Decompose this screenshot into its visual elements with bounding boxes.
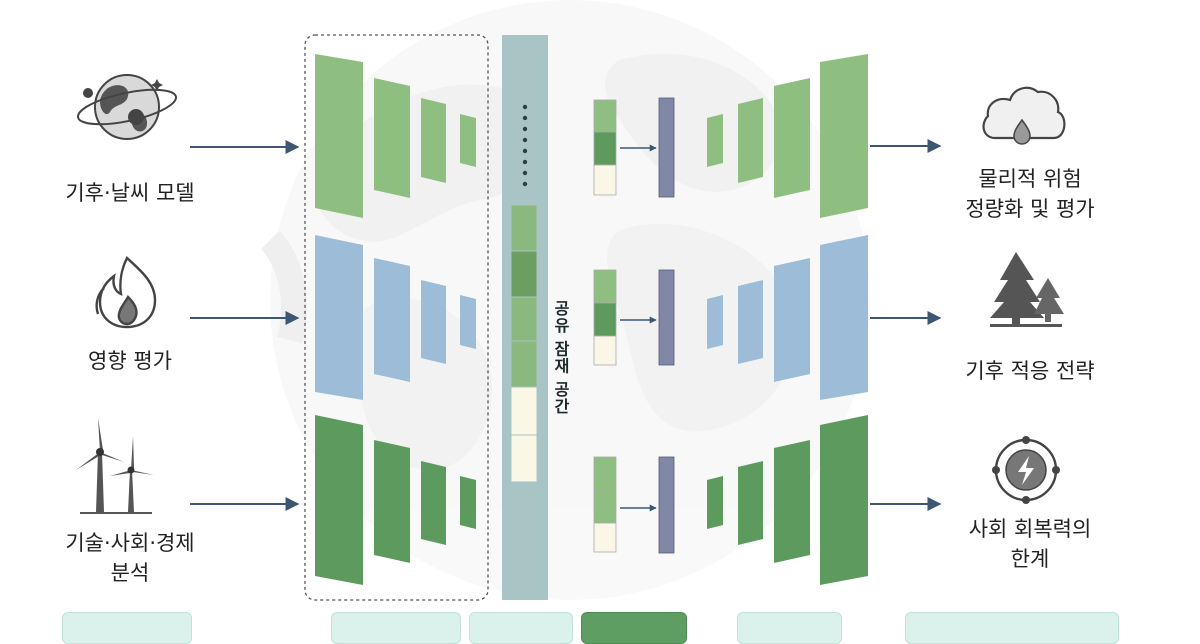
decoder-layer xyxy=(738,280,763,364)
label-line: 기후·날씨 모델 xyxy=(65,181,195,205)
output-label-resilience: 사회 회복력의 한계 xyxy=(920,514,1140,574)
globe-orbit-icon xyxy=(77,74,177,140)
bottom-tab-1 xyxy=(62,612,192,644)
encoder-layer xyxy=(421,280,446,364)
decoder-layer xyxy=(774,440,810,563)
output-label-adaptation: 기후 적응 전략 xyxy=(920,356,1140,386)
bottom-tab-2 xyxy=(331,612,461,644)
encoder-layer xyxy=(421,461,446,545)
label-line: 분석 xyxy=(110,561,150,585)
decoder-layer xyxy=(738,98,763,183)
encoder-layer xyxy=(374,78,410,198)
encoder-stack-impact xyxy=(315,235,476,400)
label-line: 기후 적응 전략 xyxy=(965,359,1095,383)
label-line: 사회 회복력의 xyxy=(968,517,1092,541)
encoder-group-outline xyxy=(304,34,489,601)
label-line: 정량화 및 평가 xyxy=(965,197,1095,221)
label-line: 기술·사회·경제 xyxy=(65,531,195,555)
encoder-layer xyxy=(460,114,476,167)
encoder-layer xyxy=(315,235,363,400)
decoder-stack-physical-risk xyxy=(707,54,868,218)
input-label-climate: 기후·날씨 모델 xyxy=(20,178,240,208)
label-line: 영향 평가 xyxy=(88,349,172,373)
wind-turbine-icon xyxy=(76,418,154,514)
encoder-layer xyxy=(374,440,410,563)
label-line: 물리적 위험 xyxy=(978,167,1082,191)
label-line: 한계 xyxy=(1010,547,1050,571)
latent-code-row-2 xyxy=(593,269,617,366)
decoder-layer xyxy=(774,258,810,382)
decoder-layer xyxy=(774,78,810,198)
decoder-layer xyxy=(738,461,763,545)
encoder-layer xyxy=(315,415,363,585)
flame-icon xyxy=(95,256,157,329)
projection-bar xyxy=(658,456,675,554)
latent-dots xyxy=(522,104,528,187)
bottom-tab-6 xyxy=(905,612,1119,644)
encoder-layer xyxy=(460,295,476,349)
encoder-layer xyxy=(374,258,410,382)
input-label-impact: 영향 평가 xyxy=(20,346,240,376)
latent-vector xyxy=(510,204,538,483)
latent-space-label: 공유 잠재 공간 xyxy=(551,300,570,416)
projection-bar xyxy=(658,97,675,198)
encoder-layer xyxy=(421,98,446,183)
latent-code-row-3 xyxy=(593,456,617,553)
output-label-physical-risk: 물리적 위험 정량화 및 평가 xyxy=(920,164,1140,224)
decoder-layer xyxy=(820,415,868,585)
decoder-layer xyxy=(820,235,868,400)
projection-bar xyxy=(658,269,675,366)
pine-trees-icon xyxy=(990,252,1064,327)
decoder-layer xyxy=(707,295,723,349)
decoder-stack-resilience xyxy=(707,415,868,585)
decoder-layer xyxy=(820,54,868,218)
bottom-tab-5 xyxy=(737,612,842,644)
latent-code-row-1 xyxy=(593,99,617,196)
cloud-drop-icon xyxy=(982,86,1066,145)
encoder-stack-climate xyxy=(315,54,476,218)
decoder-stack-adaptation xyxy=(707,235,868,400)
encoder-stack-socioeconomic xyxy=(315,415,476,585)
input-label-socioeconomic: 기술·사회·경제 분석 xyxy=(20,528,240,588)
decoder-layer xyxy=(707,114,723,167)
energy-cycle-icon xyxy=(992,436,1060,504)
bottom-tab-4 xyxy=(581,612,687,644)
encoder-layer xyxy=(315,54,363,218)
encoder-layer xyxy=(460,476,476,529)
bottom-tab-3 xyxy=(469,612,573,644)
decoder-layer xyxy=(707,476,723,529)
diagram-canvas xyxy=(76,34,1066,601)
